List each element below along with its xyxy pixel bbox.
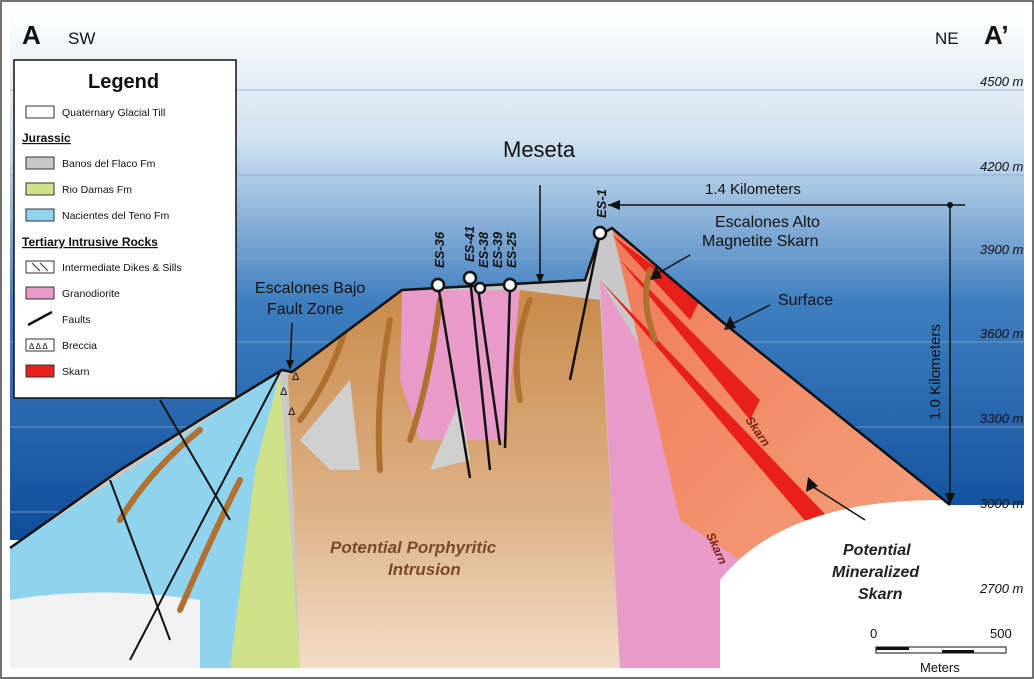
mineralized-label-line1: Potential	[843, 542, 911, 559]
drill-label: ES-25	[504, 231, 519, 268]
elevation-label: 3000 m	[980, 496, 1024, 511]
escalones-alto-label-line2: Magnetite Skarn	[702, 233, 819, 250]
section-start-label: A	[22, 20, 41, 50]
legend-heading: Tertiary Intrusive Rocks	[22, 235, 158, 249]
legend-item-label: Intermediate Dikes & Sills	[62, 262, 182, 274]
elevation-label: 4200 m	[980, 159, 1024, 174]
elevation-label: 3600 m	[980, 326, 1024, 341]
svg-text:Δ: Δ	[292, 371, 300, 383]
svg-text:Δ Δ Δ: Δ Δ Δ	[29, 342, 48, 351]
legend-item-label: Rio Damas Fm	[62, 184, 132, 196]
legend-item-label: Quaternary Glacial Till	[62, 107, 165, 119]
drill-label: ES-41	[462, 226, 477, 262]
escalones-bajo-label-line1: Escalones Bajo	[255, 280, 365, 297]
mineralized-label-line3: Skarn	[858, 586, 903, 603]
elevation-label: 4500 m	[980, 74, 1024, 89]
legend-item-label: Banos del Flaco Fm	[62, 158, 156, 170]
legend-item-label: Nacientes del Teno Fm	[62, 210, 169, 222]
meseta-label: Meseta	[503, 137, 576, 162]
escalones-bajo-label-line2: Fault Zone	[267, 301, 344, 318]
elevation-label: 3300 m	[980, 411, 1024, 426]
legend: Legend Quaternary Glacial Till Jurassic …	[14, 60, 236, 398]
legend-title: Legend	[88, 71, 159, 93]
scale-max: 500	[990, 626, 1012, 641]
section-end-label: A’	[984, 20, 1009, 50]
scale-unit: Meters	[920, 660, 960, 675]
legend-item-label: Skarn	[62, 366, 90, 378]
legend-heading: Jurassic	[22, 131, 71, 145]
legend-item-label: Granodiorite	[62, 288, 120, 300]
escalones-alto-label-line1: Escalones Alto	[715, 214, 820, 231]
elevation-label: 2700 m	[979, 581, 1024, 596]
drill-label: ES-39	[490, 231, 505, 268]
svg-text:Δ: Δ	[288, 406, 296, 418]
drill-label: ES-38	[476, 231, 491, 268]
svg-text:Δ: Δ	[280, 386, 288, 398]
legend-item-label: Breccia	[62, 340, 97, 352]
vertical-distance-label: 1.0 Kilometers	[927, 324, 944, 420]
legend-item-label: Faults	[62, 314, 91, 326]
drill-label: ES-36	[432, 231, 447, 268]
porphyry-label-line2: Intrusion	[388, 560, 461, 579]
surface-label: Surface	[778, 292, 833, 309]
mineralized-label-line2: Mineralized	[832, 564, 920, 581]
section-start-direction: SW	[68, 29, 95, 48]
elevation-label: 3900 m	[980, 242, 1024, 257]
section-end-direction: NE	[935, 29, 959, 48]
horizontal-distance-label: 1.4 Kilometers	[705, 181, 801, 198]
porphyry-label-line1: Potential Porphyritic	[330, 538, 497, 557]
drill-label: ES-1	[594, 189, 609, 218]
scale-min: 0	[870, 626, 877, 641]
